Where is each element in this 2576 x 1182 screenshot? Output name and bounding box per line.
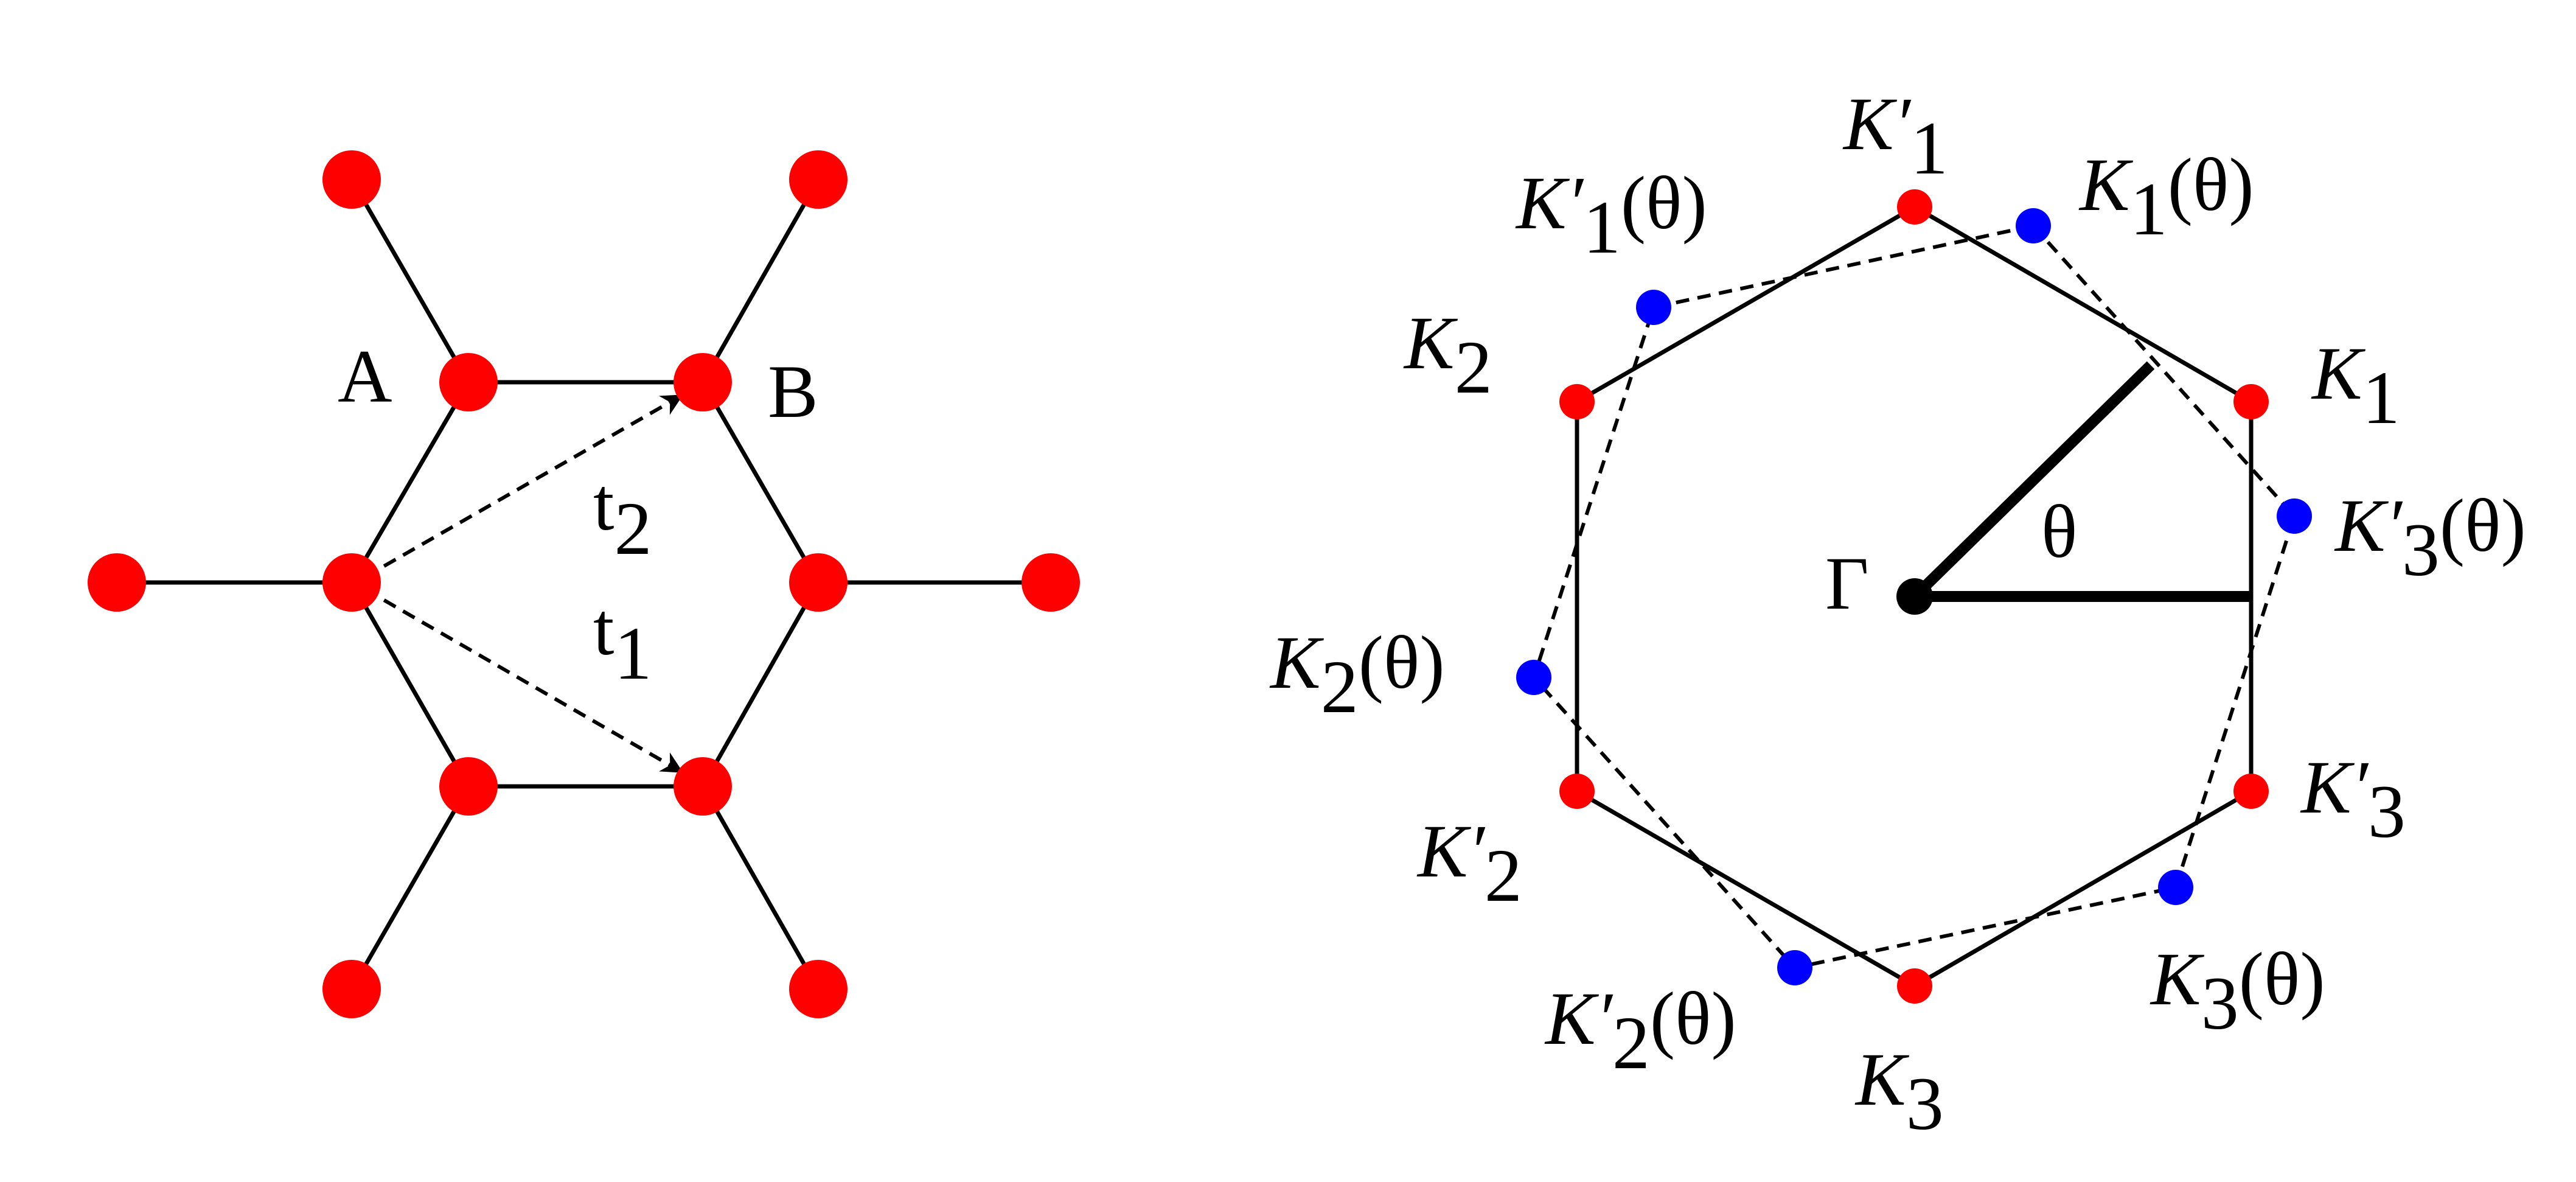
lattice-site	[322, 960, 381, 1018]
hop-t1-arrow	[364, 587, 684, 774]
hopping-vectors	[364, 394, 684, 774]
rotated-k-points	[1516, 208, 2312, 985]
bond	[349, 785, 471, 990]
hop-t2-arrow	[364, 394, 684, 579]
lattice-site	[674, 757, 732, 816]
label-sublattice-a: A	[338, 335, 392, 418]
lattice-site	[322, 150, 381, 209]
label-kp3-theta: K′3(θ)	[2334, 484, 2526, 592]
brillouin-panel: Γ θ K′1 K1 K2 K′3 K′2 K3 K′1(θ) K1(θ) K′…	[1269, 82, 2526, 1145]
bond	[700, 581, 821, 788]
k-point	[1559, 384, 1595, 419]
rotated-k-point	[2158, 870, 2193, 905]
label-k3: K3	[1854, 1038, 1944, 1145]
label-kp3: K′3	[2300, 746, 2406, 853]
label-hop-t1: t1	[593, 587, 652, 695]
lattice-site	[439, 353, 498, 411]
lattice-site	[789, 960, 848, 1018]
label-k3-theta: K3(θ)	[2150, 937, 2325, 1045]
bond	[700, 785, 821, 990]
lattice-site	[1022, 553, 1080, 612]
bond	[700, 178, 821, 383]
k-point	[2233, 384, 2269, 419]
label-kp2-theta: K′2(θ)	[1544, 977, 1736, 1085]
rotated-ray	[1910, 361, 2155, 601]
bond	[349, 381, 471, 584]
label-gamma: Γ	[1825, 542, 1869, 625]
bond	[349, 178, 471, 383]
label-hop-t2: t2	[593, 463, 652, 570]
label-kp2: K′2	[1416, 810, 1522, 917]
lattice-site	[789, 150, 848, 209]
k-points	[1559, 189, 2269, 1004]
label-kp1-theta: K′1(θ)	[1515, 161, 1707, 269]
label-k1: K1	[2311, 332, 2400, 439]
bond	[349, 581, 471, 788]
bond	[700, 381, 821, 584]
lattice-site	[88, 553, 146, 612]
label-sublattice-b: B	[768, 350, 818, 433]
lattice-site	[674, 353, 732, 411]
lattice-panel: A B t2 t1	[88, 150, 1080, 1018]
gamma-point	[1896, 578, 1933, 615]
rotated-k-point	[1777, 950, 1812, 985]
k-point	[1897, 968, 1932, 1004]
rotated-k-point	[2016, 208, 2051, 243]
rotated-k-point	[2277, 498, 2312, 534]
lattice-site	[789, 553, 848, 612]
rotated-k-point	[1636, 290, 1671, 325]
label-k2-theta: K2(θ)	[1269, 621, 1445, 729]
k-point	[1897, 189, 1932, 225]
lattice-bonds	[117, 178, 1051, 990]
lattice-site	[439, 757, 498, 816]
label-kp1: K′1	[1842, 82, 1948, 190]
k-point	[1559, 774, 1595, 809]
label-k1-theta: K1(θ)	[2078, 143, 2254, 251]
k-point	[2233, 774, 2269, 809]
label-theta: θ	[2041, 490, 2077, 573]
rotation-angle-indicator	[1910, 361, 2251, 602]
lattice-sites	[88, 150, 1080, 1018]
lattice-site	[322, 553, 381, 612]
label-k2: K2	[1403, 301, 1492, 409]
rotated-k-point	[1516, 660, 1551, 695]
